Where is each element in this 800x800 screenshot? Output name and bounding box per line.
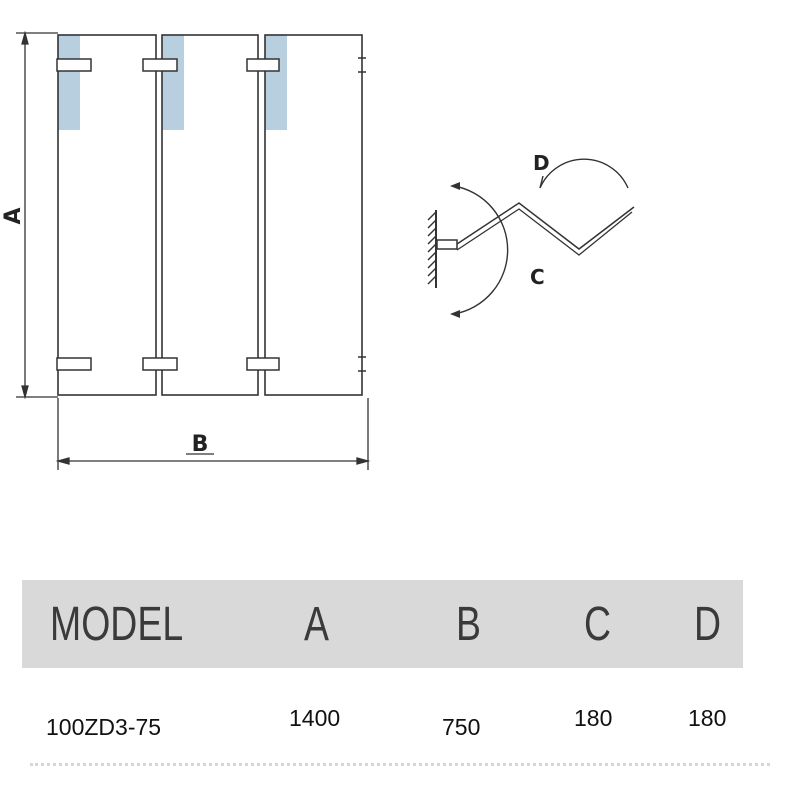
- wall-hinge: [56, 58, 92, 72]
- dimension-a-label: A: [1, 207, 26, 224]
- header-b: B: [456, 598, 481, 651]
- glass-panel: [57, 34, 157, 396]
- cell-b: 750: [442, 714, 481, 740]
- dimension-b: [55, 398, 371, 470]
- glass-panels: [57, 34, 363, 396]
- header-c: C: [584, 598, 612, 651]
- shower-screen-diagram: A B: [1, 30, 635, 470]
- panel-hinge: [142, 357, 178, 371]
- header-model: MODEL: [50, 598, 184, 651]
- cell-model: 100ZD3-75: [46, 714, 162, 740]
- panel-hinge: [246, 58, 280, 72]
- header-a: A: [304, 598, 329, 651]
- dimension-d-label: D: [533, 151, 550, 175]
- cell-a: 1400: [289, 705, 341, 731]
- glass-panel: [264, 34, 363, 396]
- dimension-b-label: B: [192, 432, 209, 457]
- panel-hinge: [246, 357, 280, 371]
- dotted-divider: [30, 763, 770, 766]
- cell-d: 180: [688, 705, 727, 731]
- hinge-highlight: [265, 35, 287, 130]
- panel-hinge: [142, 58, 178, 72]
- dimension-c-label: C: [530, 265, 545, 289]
- hinge-highlight: [162, 35, 184, 130]
- cell-c: 180: [574, 705, 613, 731]
- plan-view: [427, 158, 635, 318]
- glass-panel: [161, 34, 259, 396]
- catch-marks: [358, 57, 366, 372]
- spec-table-header: MODEL A B C D: [22, 580, 743, 668]
- hinge-highlight: [58, 35, 80, 130]
- hinges: [56, 58, 280, 371]
- dimension-a: [16, 30, 58, 400]
- header-d: D: [694, 598, 722, 651]
- wall-hinge: [56, 357, 92, 371]
